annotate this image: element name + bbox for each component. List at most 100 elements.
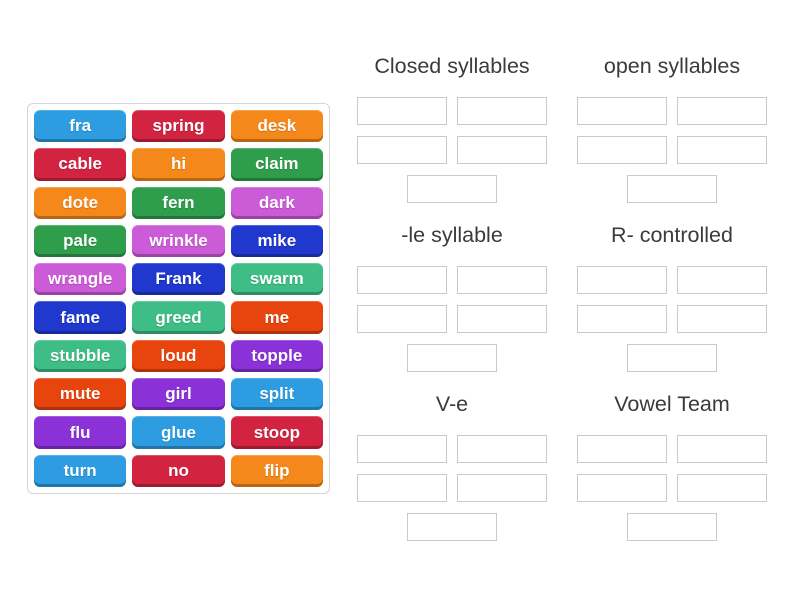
word-tile[interactable]: claim <box>230 148 323 181</box>
word-tile-label: flip <box>264 460 290 480</box>
word-tile[interactable]: pale <box>34 224 127 258</box>
word-tile[interactable]: dote <box>34 186 127 219</box>
group-slots <box>357 97 547 203</box>
word-tile[interactable]: stoop <box>230 416 323 449</box>
drop-slot[interactable] <box>457 474 547 502</box>
drop-slot[interactable] <box>577 435 667 463</box>
word-tile[interactable]: spring <box>132 110 225 143</box>
word-tile[interactable]: mike <box>230 224 323 258</box>
word-tile-label: no <box>168 460 189 480</box>
drop-slot[interactable] <box>457 136 547 164</box>
group-le-syllable: -le syllable <box>357 221 547 372</box>
word-tile[interactable]: fame <box>34 301 127 334</box>
group-title: Closed syllables <box>374 54 530 78</box>
group-closed-syllables: Closed syllables <box>357 52 547 203</box>
drop-slot[interactable] <box>357 266 447 294</box>
drop-slot[interactable] <box>457 266 547 294</box>
group-slots <box>577 435 767 541</box>
word-tile-label: dote <box>62 192 99 212</box>
word-tile[interactable]: desk <box>230 110 323 143</box>
word-tile[interactable]: cable <box>34 148 127 181</box>
drop-slot[interactable] <box>677 266 767 294</box>
word-tile[interactable]: glue <box>132 416 225 449</box>
word-tile[interactable]: swarm <box>230 263 323 296</box>
drop-slot[interactable] <box>677 305 767 333</box>
drop-slot[interactable] <box>357 305 447 333</box>
word-tile-label: loud <box>160 345 197 365</box>
group-slots <box>357 435 547 541</box>
word-tile-label: stubble <box>49 345 111 365</box>
word-tile[interactable]: stubble <box>34 339 127 373</box>
drop-slot[interactable] <box>577 305 667 333</box>
word-tile[interactable]: flu <box>34 416 127 449</box>
drop-slot[interactable] <box>457 435 547 463</box>
drop-slot[interactable] <box>407 513 497 541</box>
word-tile-label: girl <box>165 384 192 404</box>
word-tile-label: hi <box>170 154 187 174</box>
group-title: -le syllable <box>401 223 503 247</box>
word-tile-label: greed <box>155 307 202 327</box>
word-tile[interactable]: wrinkle <box>132 224 225 258</box>
drop-slot[interactable] <box>627 344 717 372</box>
word-tile[interactable]: flip <box>230 454 323 487</box>
group-open-syllables: open syllables <box>577 52 767 203</box>
word-tile-label: fame <box>60 307 100 327</box>
drop-slot[interactable] <box>357 97 447 125</box>
group-slots <box>577 97 767 203</box>
drop-slot[interactable] <box>577 136 667 164</box>
drop-slot[interactable] <box>357 474 447 502</box>
word-tile[interactable]: girl <box>132 378 225 411</box>
word-tile-label: swarm <box>249 269 304 289</box>
drop-slot[interactable] <box>457 305 547 333</box>
word-tile[interactable]: greed <box>132 301 225 334</box>
word-tile-label: wrangle <box>48 269 113 289</box>
group-slots <box>357 266 547 372</box>
word-tile[interactable]: dark <box>230 186 323 219</box>
drop-slot[interactable] <box>627 513 717 541</box>
word-tile[interactable]: wrangle <box>34 263 127 296</box>
word-tile[interactable]: fern <box>132 186 225 219</box>
word-tile[interactable]: split <box>230 378 323 411</box>
drop-slot[interactable] <box>577 266 667 294</box>
group-title: open syllables <box>603 54 741 78</box>
word-tile[interactable]: loud <box>132 339 225 373</box>
drop-slot[interactable] <box>357 435 447 463</box>
drop-slot[interactable] <box>677 474 767 502</box>
word-tile-label: glue <box>161 422 196 442</box>
word-tile[interactable]: no <box>132 454 225 487</box>
word-tile[interactable]: me <box>230 301 323 334</box>
drop-slot[interactable] <box>407 344 497 372</box>
word-tile-label: pale <box>63 231 98 251</box>
word-tile-label: topple <box>251 345 303 365</box>
word-tile[interactable]: mute <box>34 378 127 411</box>
word-tile[interactable]: Frank <box>132 263 225 296</box>
word-tile-label: mute <box>59 384 101 404</box>
word-tile-label: turn <box>63 460 97 480</box>
group-slots <box>577 266 767 372</box>
drop-slot[interactable] <box>627 175 717 203</box>
word-tile-label: wrinkle <box>149 231 208 251</box>
group-title: R- controlled <box>611 223 733 247</box>
word-tile[interactable]: topple <box>230 339 323 373</box>
word-tile[interactable]: hi <box>132 148 225 181</box>
drop-slot[interactable] <box>677 97 767 125</box>
drop-slot[interactable] <box>677 136 767 164</box>
group-title: Vowel Team <box>614 392 730 416</box>
word-tile-label: dark <box>258 192 295 212</box>
word-tile[interactable]: turn <box>34 454 127 487</box>
word-tile-label: desk <box>257 116 297 136</box>
drop-slot[interactable] <box>577 474 667 502</box>
word-tile[interactable]: fra <box>34 110 127 143</box>
word-tile-label: fern <box>162 192 195 212</box>
word-tile-label: flu <box>69 422 91 442</box>
drop-slot[interactable] <box>677 435 767 463</box>
drop-slot[interactable] <box>457 97 547 125</box>
drop-slot[interactable] <box>407 175 497 203</box>
drop-slot[interactable] <box>357 136 447 164</box>
word-tile-label: stoop <box>253 422 300 442</box>
word-tile-label: cable <box>58 154 102 174</box>
word-tile-label: mike <box>257 231 297 251</box>
word-tile-label: claim <box>255 154 299 174</box>
drop-slot[interactable] <box>577 97 667 125</box>
